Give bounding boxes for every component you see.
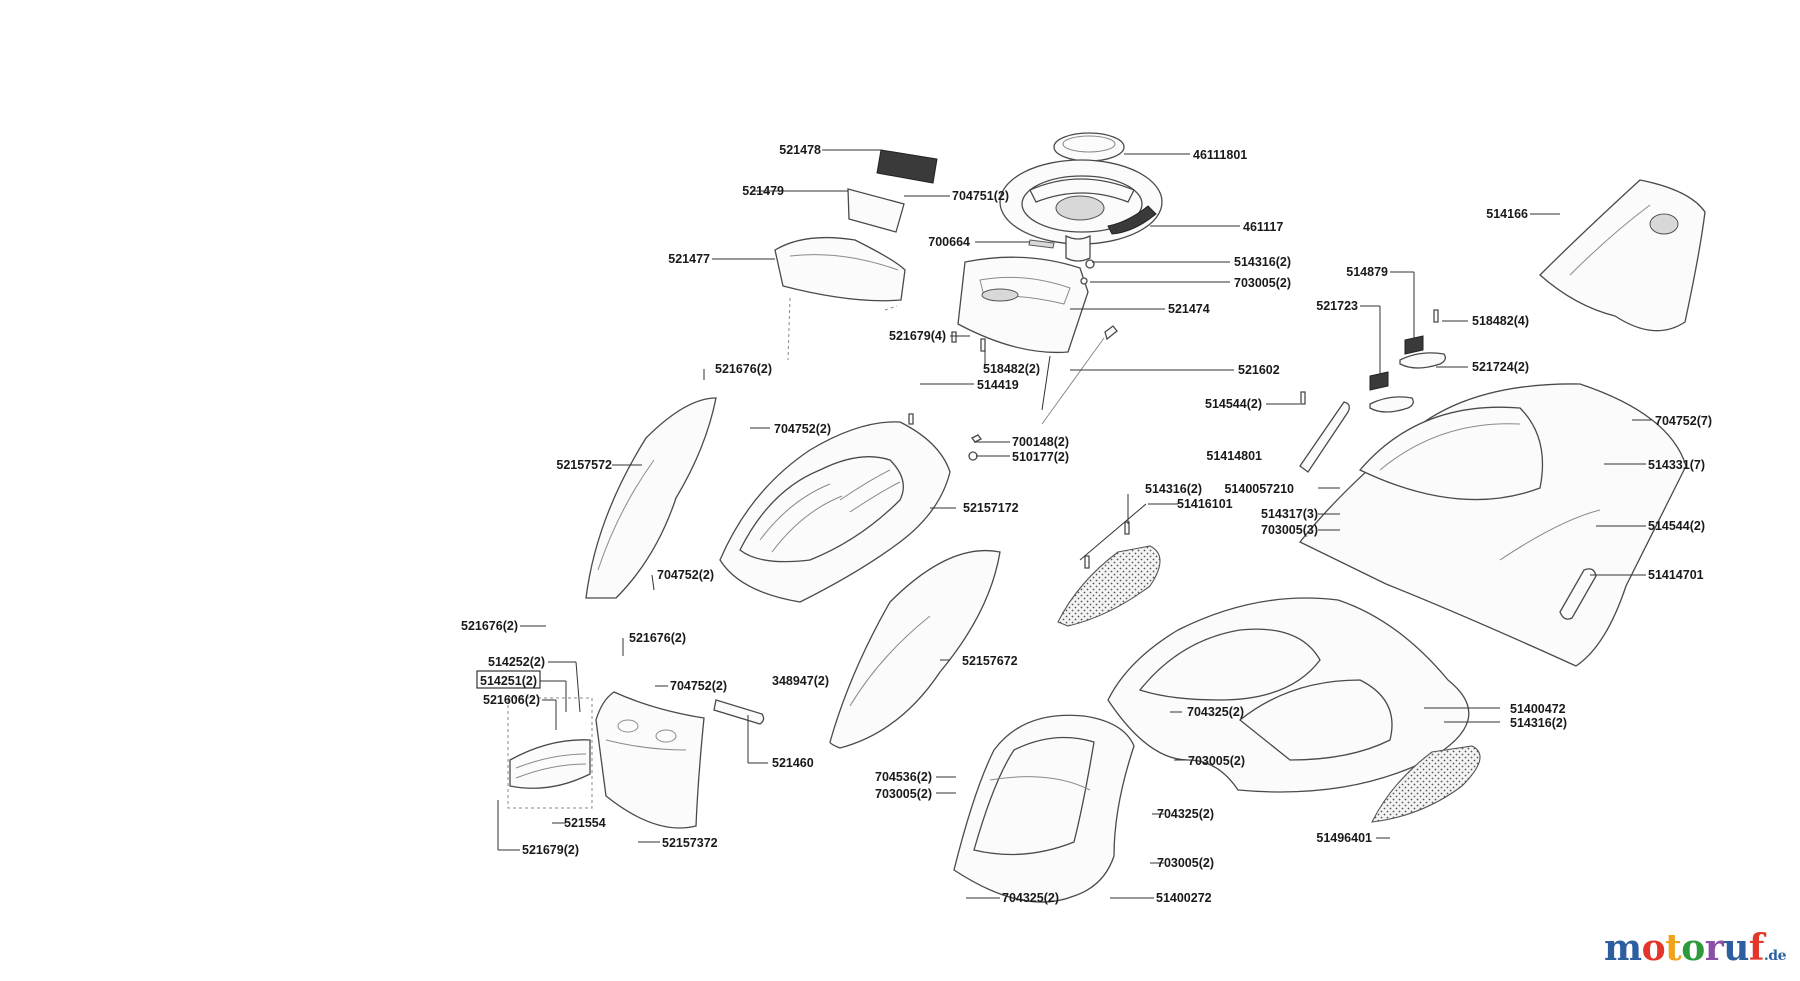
part-label: 52157172: [963, 501, 1019, 515]
part-label: 514316(2): [1145, 482, 1202, 496]
part-label: 46111801: [1193, 148, 1247, 162]
part-label: 51400472: [1510, 702, 1566, 716]
part-label: 514316(2): [1510, 716, 1567, 730]
switch-514879: [1399, 335, 1446, 369]
part-label: 51414701: [1648, 568, 1704, 582]
part-label: 700664: [928, 235, 970, 249]
logo-suffix: .de: [1763, 948, 1787, 964]
part-label: 704325(2): [1157, 807, 1214, 821]
fender-51400272: [953, 714, 1135, 903]
part-label: 514316(2): [1234, 255, 1291, 269]
part-label: 514544(2): [1205, 397, 1262, 411]
part-label: 521602: [1238, 363, 1280, 377]
part-label: 703005(3): [1261, 523, 1318, 537]
part-label: 51400272: [1156, 891, 1212, 905]
bracket-51414801: [1299, 401, 1350, 473]
part-label: 521724(2): [1472, 360, 1529, 374]
logo-letter: r: [1704, 927, 1724, 969]
logo-letter: f: [1748, 927, 1765, 969]
bracket-51414701: [1559, 568, 1597, 620]
part-label: 514544(2): [1648, 519, 1705, 533]
part-label: 521676(2): [715, 362, 772, 376]
part-label: 348947(2): [772, 674, 829, 688]
part-label: 703005(2): [1188, 754, 1245, 768]
logo-letter: o: [1681, 927, 1705, 969]
hood-52157172: [719, 421, 951, 603]
dashboard-521474: [957, 256, 1089, 354]
motoruf-logo: motoruf.de: [1604, 927, 1787, 969]
part-label: 51496401: [1316, 831, 1372, 845]
side-panel-52157572: [585, 397, 717, 599]
part-label: 704752(2): [670, 679, 727, 693]
front-bumper-52157372: [595, 691, 705, 829]
footrest-51416101: [1057, 545, 1161, 627]
side-panel-52157672: [829, 549, 1001, 749]
switch-521723: [1369, 371, 1414, 413]
part-label: 521478: [779, 143, 821, 157]
part-label: 521723: [1316, 299, 1358, 313]
part-label: 518482(2): [983, 362, 1040, 376]
part-label: 703005(2): [1234, 276, 1291, 290]
steering-column: [1065, 234, 1091, 262]
logo-letter: m: [1604, 927, 1642, 969]
part-label: 704325(2): [1002, 891, 1059, 905]
part-label: 51416101: [1177, 497, 1233, 511]
bracket-521460: [713, 699, 765, 725]
logo-letter: t: [1665, 927, 1682, 969]
part-label: 521477: [668, 252, 710, 266]
part-label: 704752(2): [774, 422, 831, 436]
part-label: 521679(4): [889, 329, 946, 343]
steering-wheel-assembly: [876, 132, 1163, 262]
part-label: 700148(2): [1012, 435, 1069, 449]
logo-letter: u: [1723, 927, 1749, 969]
cover-521479: [847, 188, 905, 233]
footrest-51496401: [1371, 745, 1481, 823]
part-label: 461117: [1243, 220, 1283, 234]
boxed-label-frame: [476, 670, 541, 689]
cover-521477: [774, 236, 906, 302]
part-label: 521479: [742, 184, 784, 198]
part-label: 521676(2): [629, 631, 686, 645]
part-label: 514166: [1486, 207, 1528, 221]
part-label: 52157372: [662, 836, 718, 850]
part-label: 5140057210: [1224, 482, 1294, 496]
part-label: 514317(3): [1261, 507, 1318, 521]
seat-514166: [1539, 179, 1706, 332]
part-label: 514331(7): [1648, 458, 1705, 472]
part-label: 514252(2): [488, 655, 545, 669]
part-label: 510177(2): [1012, 450, 1069, 464]
logo-letter: o: [1641, 927, 1666, 969]
part-label: 704752(7): [1655, 414, 1712, 428]
part-label: 703005(2): [875, 787, 932, 801]
part-label: 514879: [1346, 265, 1388, 279]
part-label: 51414801: [1206, 449, 1262, 463]
part-label: 521679(2): [522, 843, 579, 857]
part-label: 521606(2): [483, 693, 540, 707]
part-label: 518482(4): [1472, 314, 1529, 328]
grille-521554: [507, 697, 593, 809]
part-label: 703005(2): [1157, 856, 1214, 870]
part-label: 514419: [977, 378, 1019, 392]
frame-51400472: [1107, 597, 1470, 793]
part-label: 521460: [772, 756, 814, 770]
part-label: 704751(2): [952, 189, 1009, 203]
steering-wheel: [999, 159, 1163, 245]
leader-lines: [497, 149, 1652, 899]
part-label: 704752(2): [657, 568, 714, 582]
part-label: 52157672: [962, 654, 1018, 668]
part-label: 521474: [1168, 302, 1210, 316]
part-labels: 521478 46111801 521479 704751(2) 461117 …: [461, 143, 1712, 905]
wheel-cap: [1053, 132, 1125, 162]
part-label: 52157572: [556, 458, 612, 472]
rear-fender-5140057210: [1298, 383, 1687, 667]
part-label: 704536(2): [875, 770, 932, 784]
part-label: 521554: [564, 816, 606, 830]
part-label: 704325(2): [1187, 705, 1244, 719]
part-label: 521676(2): [461, 619, 518, 633]
part-label: 514251(2): [480, 674, 537, 688]
